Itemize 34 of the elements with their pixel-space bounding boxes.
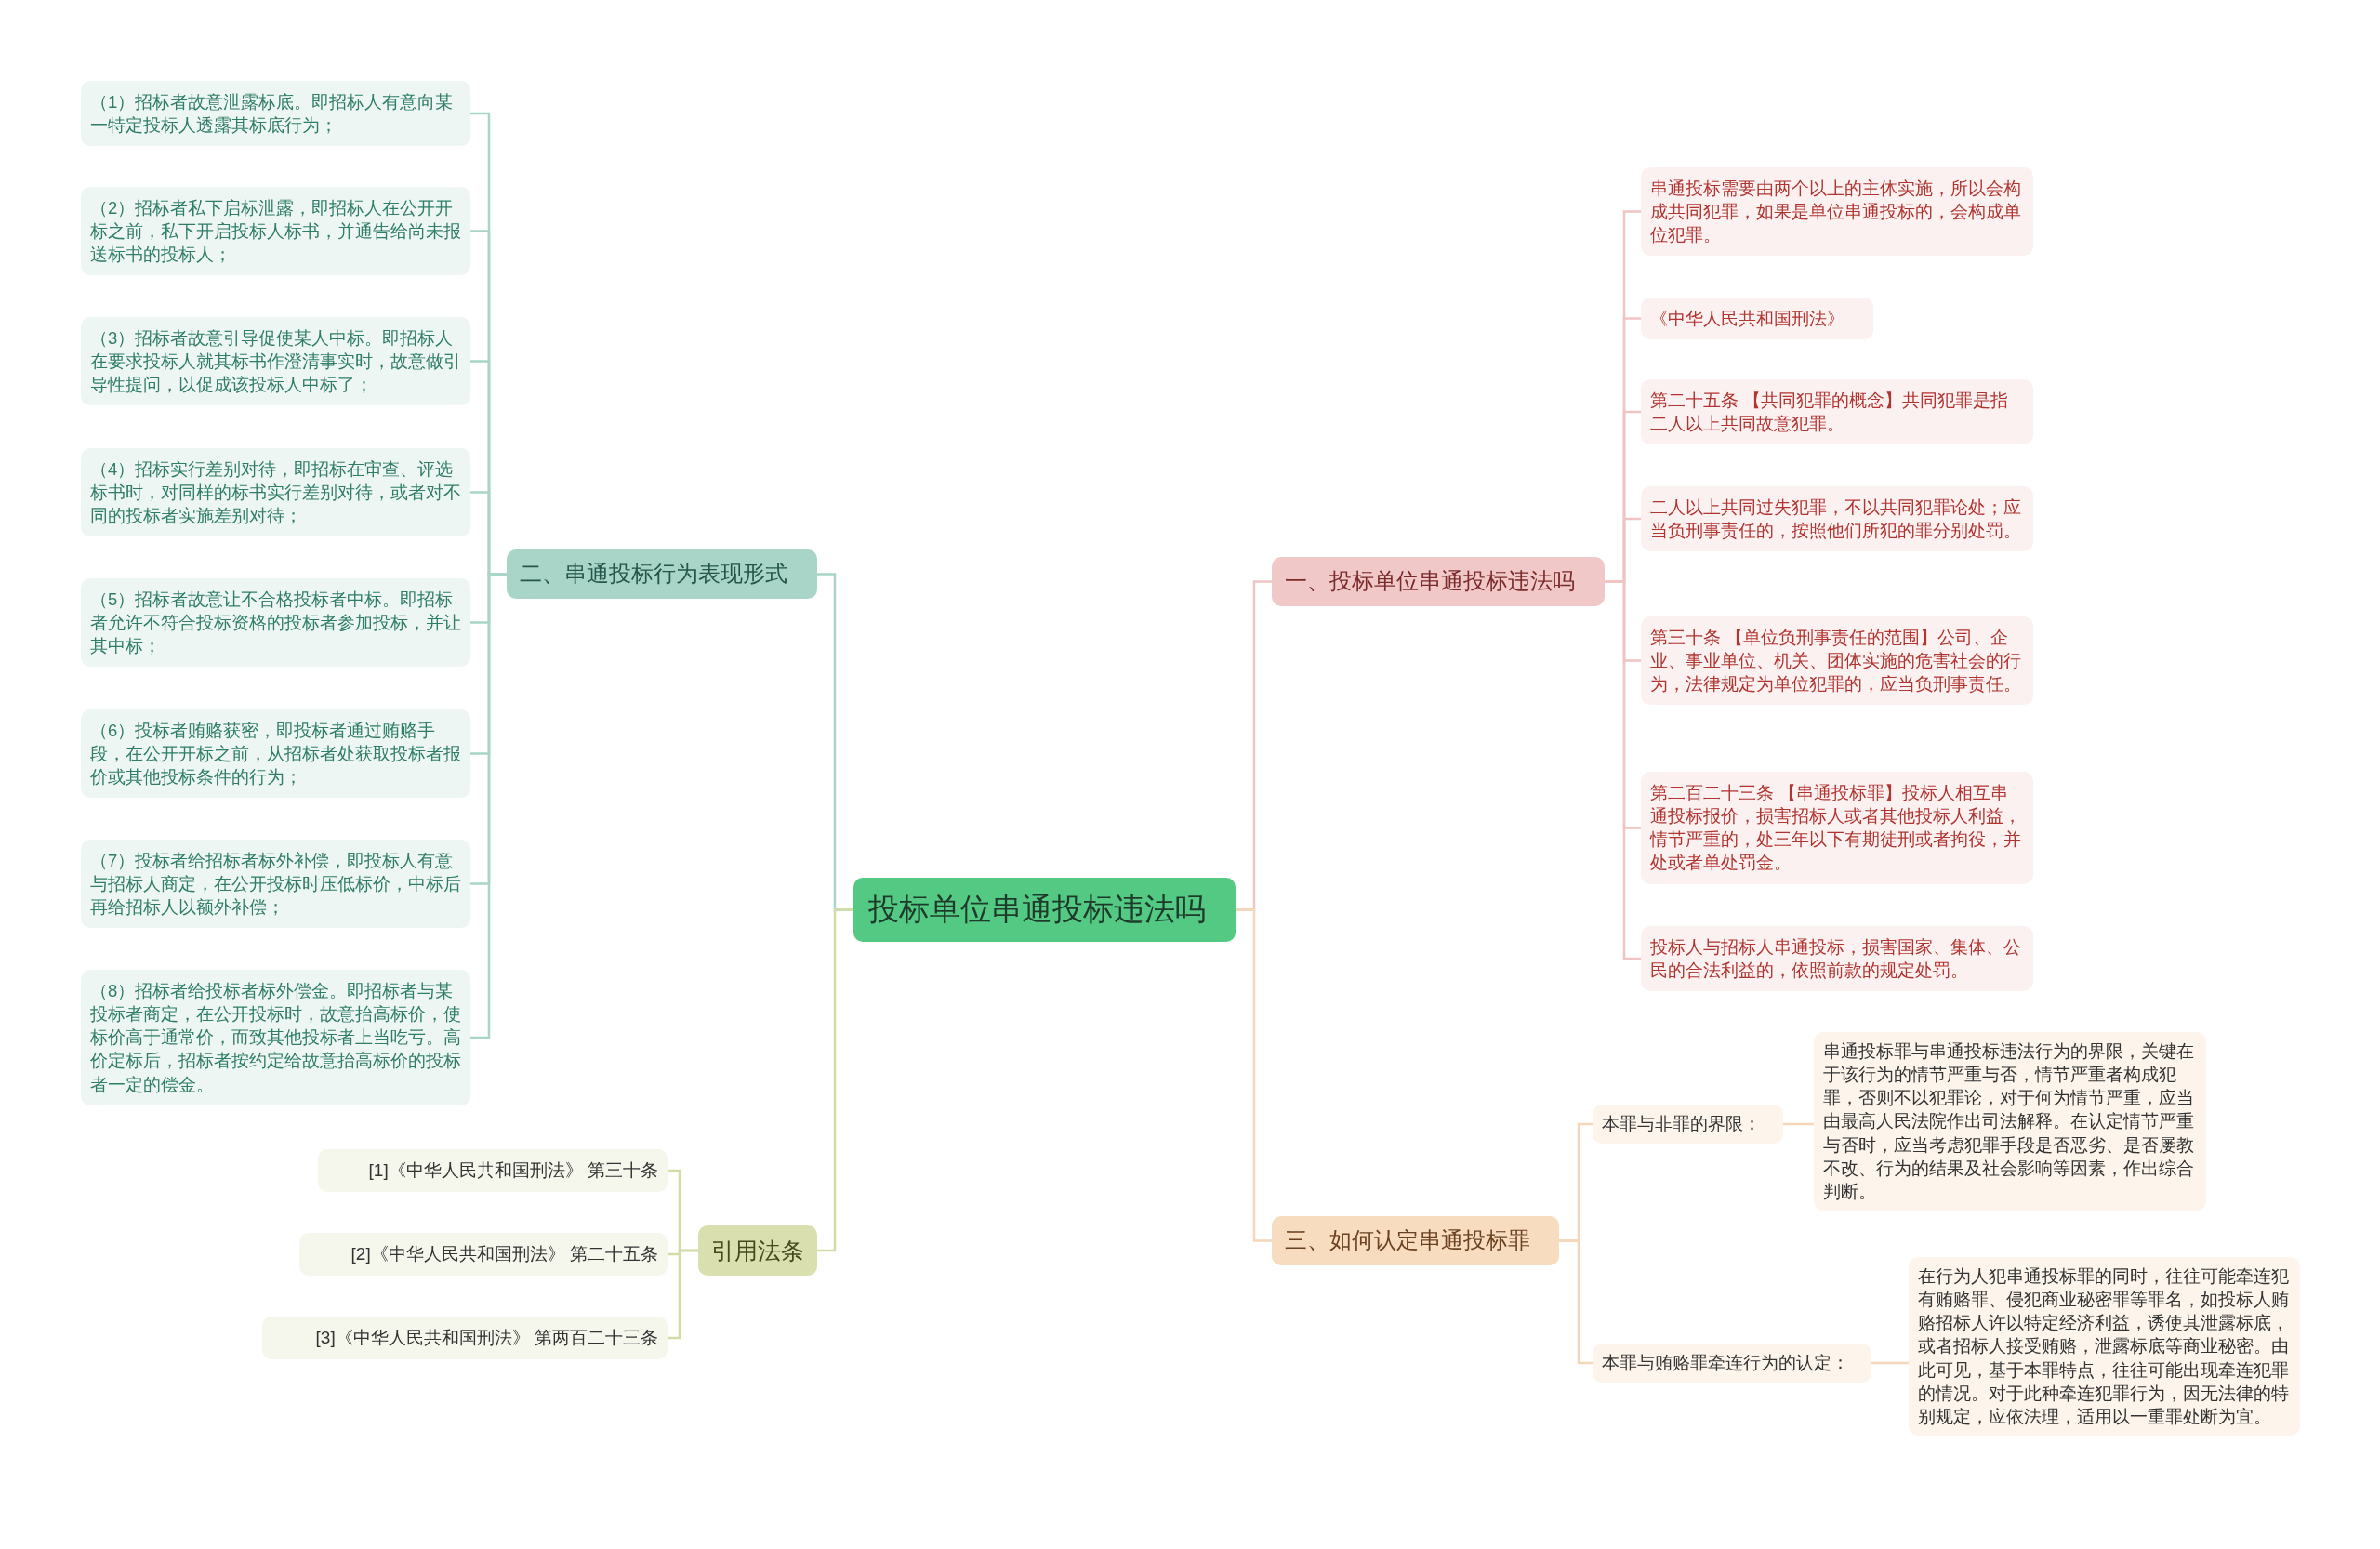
connector-line: [1236, 908, 1272, 1242]
citation-card: [2]《中华人民共和国刑法》 第二十五条: [299, 1233, 668, 1276]
topic-card: （2）招标者私下启标泄露，即招标人在公开开标之前，私下开启投标人标书，并通告给尚未报送标书的投标人；: [81, 187, 470, 276]
topic-card: （3）招标者故意引导促使某人中标。即招标人在要求投标人就其标书作澄清事实时，故意做引导性提问，以促成该投标人中标了；: [81, 317, 470, 406]
subtopic-label: 本罪与非罪的界限：: [1593, 1105, 1783, 1144]
branch-topic: 引用法条: [698, 1225, 817, 1276]
topic-card: （7）投标者给招标者标外补偿，即投标人有意与招标人商定，在公开投标时压低标价，中标后再给招标人以额外补偿；: [81, 840, 470, 929]
topic-card: 《中华人民共和国刑法》: [1641, 298, 1873, 340]
topic-card: （8）招标者给投标者标外偿金。即招标者与某投标者商定，在公开投标时，故意抬高标价，使标价高于通常价，而致其他投标者上当吃亏。高价定标后，招标者按约定给故意抬高标价的投标者一定的偿金。: [81, 970, 470, 1105]
connector-line: [668, 1249, 698, 1340]
citation-card: [3]《中华人民共和国刑法》 第两百二十三条: [262, 1317, 668, 1359]
connector-line: [1559, 1239, 1593, 1365]
branch-topic: 一、投标单位串通投标违法吗: [1272, 557, 1605, 606]
subtopic-label: 本罪与贿赂罪牵连行为的认定：: [1593, 1344, 1871, 1383]
topic-card: 第二十五条 【共同犯罪的概念】共同犯罪是指二人以上共同故意犯罪。: [1641, 379, 2033, 445]
citation-card: [1]《中华人民共和国刑法》 第三十条: [318, 1149, 668, 1192]
topic-card: 串通投标罪与串通投标违法行为的界限，关键在于该行为的情节严重与否，情节严重者构成犯罪，否则不以犯罪论，对于何为情节严重，应当由最高人民法院作出司法解释。在认定情节严重与否时，应当考虑犯罪手段是否恶劣、是否屡教不改、行为的结果及社会影响等因素，作出综合判断。: [1814, 1032, 2206, 1211]
branch-topic: 二、串通投标行为表现形式: [507, 549, 817, 599]
topic-card: （6）投标者贿赂获密，即投标者通过贿赂手段，在公开开标之前，从招标者处获取投标者报价或其他投标条件的行为；: [81, 709, 470, 799]
connector-line: [1871, 1361, 1909, 1365]
topic-card: （4）招标实行差别对待，即招标在审查、评选标书时，对同样的标书实行差别对待，或者对不同的投标者实施差别对待；: [81, 448, 470, 537]
topic-card: （1）招标者故意泄露标底。即招标人有意向某一特定投标人透露其标底行为；: [81, 81, 470, 147]
topic-card: 串通投标需要由两个以上的主体实施，所以会构成共同犯罪，如果是单位串通投标的，会构成单位犯罪。: [1641, 167, 2033, 257]
topic-card: 在行为人犯串通投标罪的同时，往往可能牵连犯有贿赂罪、侵犯商业秘密罪等罪名，如投标人贿赂招标人许以特定经济利益，诱使其泄露标底，或者招标人接受贿赂，泄露标底等商业秘密。由此可见，基于本罪特点，往往可能出现牵连犯罪的情况。对于此种牵连犯罪行为，因无法律的特别规定，应依法理，适用以一重罪处断为宜。: [1909, 1257, 2300, 1436]
connector-line: [817, 908, 853, 1252]
topic-card: 投标人与招标人串通投标，损害国家、集体、公民的合法利益的，依照前款的规定处罚。: [1641, 926, 2033, 992]
central-topic: 投标单位串通投标违法吗: [853, 878, 1236, 942]
branch-topic: 三、如何认定串通投标罪: [1272, 1216, 1559, 1265]
topic-card: 第三十条 【单位负刑事责任的范围】公司、企业、事业单位、机关、团体实施的危害社会的行为，法律规定为单位犯罪的，应当负刑事责任。: [1641, 616, 2033, 706]
topic-card: 第二百二十三条 【串通投标罪】投标人相互串通投标报价，损害招标人或者其他投标人利益，情节严重的，处三年以下有期徒刑或者拘役，并处或者单处罚金。: [1641, 772, 2033, 884]
topic-card: 二人以上共同过失犯罪，不以共同犯罪论处；应当负刑事责任的，按照他们所犯的罪分别处罚。: [1641, 486, 2033, 552]
topic-card: （5）招标者故意让不合格投标者中标。即招标者允许不符合投标资格的投标者参加投标，并让其中标；: [81, 578, 470, 668]
connector-line: [1783, 1122, 1814, 1126]
connector-line: [1605, 580, 1641, 960]
